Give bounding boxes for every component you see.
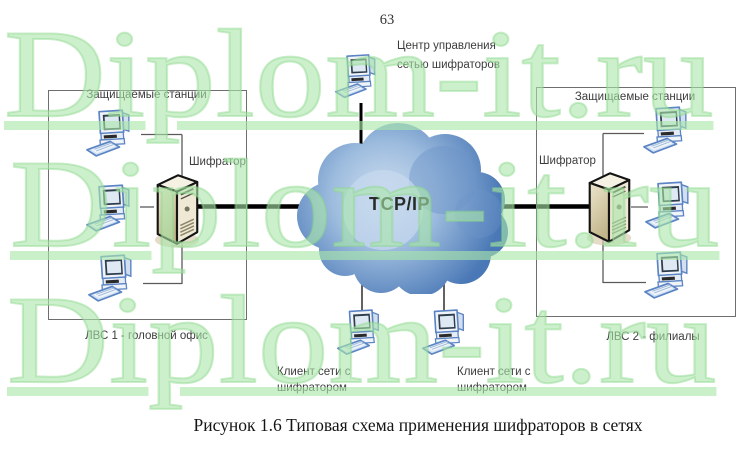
management-center-label: Центр управления сетью шифраторов bbox=[397, 40, 500, 71]
workstation-icon bbox=[87, 252, 143, 306]
lan2-title: Защищаемые станции bbox=[574, 91, 696, 103]
tcpip-cloud bbox=[297, 123, 508, 294]
page-number: 63 bbox=[379, 12, 395, 28]
lan1-box bbox=[48, 90, 247, 320]
lan1-caption: ЛВС 1 - головной офис bbox=[85, 330, 208, 342]
lan2-encryptor-label: Шифратор bbox=[539, 155, 596, 167]
workstation-icon bbox=[643, 249, 699, 303]
figure-caption: Рисунок 1.6 Типовая схема применения шиф… bbox=[193, 415, 643, 435]
client1-label: Клиент сети с шифратором bbox=[277, 366, 351, 394]
client-workstation-icon bbox=[336, 304, 390, 362]
workstation-icon bbox=[85, 107, 141, 161]
encryptor-server-icon bbox=[582, 168, 636, 248]
lan1-title: Защищаемые станции bbox=[86, 89, 207, 101]
workstation-icon bbox=[642, 104, 698, 158]
workstation-icon bbox=[85, 182, 141, 236]
tcpip-label: TCP/IP bbox=[369, 194, 431, 214]
workstation-icon bbox=[644, 179, 700, 233]
client2-label: Клиент сети с шифратором bbox=[457, 366, 531, 394]
client-workstation-icon bbox=[421, 304, 475, 362]
management-workstation-icon bbox=[334, 50, 386, 104]
lan2-box bbox=[536, 87, 736, 317]
lan2-caption: ЛВС 2 - филиалы bbox=[606, 331, 700, 343]
lan1-encryptor-label: Шифратор bbox=[189, 156, 246, 168]
encryptor-server-icon bbox=[150, 170, 204, 250]
